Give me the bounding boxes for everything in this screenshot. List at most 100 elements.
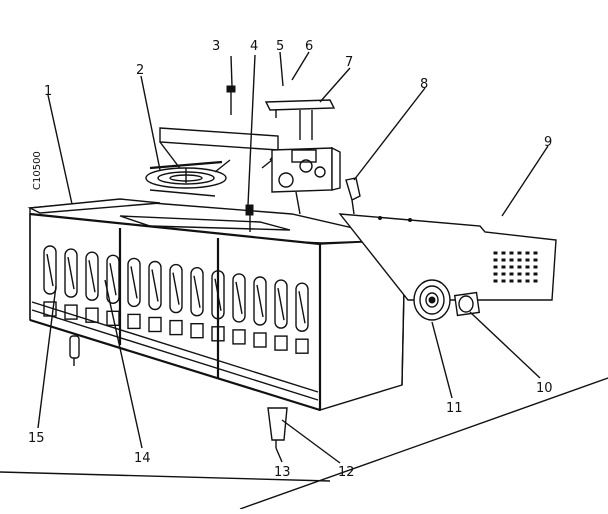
grille-slot-detail <box>67 256 75 290</box>
vent-hole <box>533 265 538 269</box>
vent-hole <box>533 279 538 283</box>
cabinet <box>27 198 406 412</box>
leader-lines <box>37 51 549 464</box>
callout-6: 6 <box>305 39 313 54</box>
grille-slot <box>127 257 141 308</box>
grille-foot <box>253 332 267 348</box>
back-panel <box>338 213 557 301</box>
callout-15: 15 <box>28 431 45 446</box>
vent-hole <box>493 279 498 283</box>
grille-slot <box>43 245 57 295</box>
grille-slot-detail <box>235 281 243 315</box>
part-8-plug <box>345 177 361 215</box>
vent-hole <box>501 265 506 269</box>
part-7-cover <box>264 99 336 140</box>
part-4-clip <box>245 204 254 232</box>
grille-slot <box>190 267 204 317</box>
grille-foot <box>232 329 246 345</box>
callout-1: 1 <box>44 84 52 99</box>
callout-labels: 1 2 3 4 5 6 7 8 9 10 11 12 13 14 15 <box>28 39 553 480</box>
vent-hole <box>517 279 522 283</box>
record-changer <box>145 159 231 197</box>
vent-hole <box>517 272 522 276</box>
grille-slot <box>211 270 225 320</box>
grille-slot-detail <box>130 266 138 299</box>
grille-slot-detail <box>88 260 96 293</box>
grille-slot-detail <box>46 253 54 287</box>
grille-foot <box>211 326 225 342</box>
vent-hole <box>501 272 506 276</box>
callout-5: 5 <box>276 39 284 54</box>
leg-part-12 <box>267 407 288 448</box>
callout-12: 12 <box>338 465 355 480</box>
vent-hole <box>533 272 538 276</box>
grille-foot <box>190 323 204 339</box>
vent-hole <box>525 251 530 255</box>
grille-foot <box>106 310 120 326</box>
grille-slot-detail <box>151 269 159 302</box>
grille-foot <box>64 304 78 320</box>
grille-slot <box>232 273 246 323</box>
grille-slot <box>274 279 288 329</box>
callout-14: 14 <box>134 451 151 466</box>
vent-hole <box>533 258 538 262</box>
vent-hole <box>525 272 530 276</box>
grille-slot-detail <box>277 287 285 321</box>
grille-slot-detail <box>214 278 222 311</box>
drawing-code: C10500 <box>32 151 43 190</box>
part-3-knob <box>226 85 236 115</box>
vent-hole <box>525 279 530 283</box>
vent-hole <box>509 265 514 269</box>
vent-hole <box>509 251 514 255</box>
grille-slot-detail <box>298 291 306 324</box>
vent-hole <box>525 265 530 269</box>
vent-hole <box>501 279 506 283</box>
leg-left <box>69 335 80 366</box>
grille-foot <box>148 316 162 333</box>
floor-lines <box>0 377 608 510</box>
grille-slot <box>253 276 267 326</box>
grille-slot <box>295 282 309 332</box>
vent-hole <box>501 258 506 262</box>
grille-slot <box>64 248 78 298</box>
vent-hole <box>533 251 538 255</box>
grille-slot <box>169 263 183 314</box>
grille-foot <box>274 335 288 351</box>
grille-slot <box>148 260 162 311</box>
callout-2: 2 <box>136 63 144 78</box>
vent-hole <box>517 265 522 269</box>
grille-foot <box>169 319 183 336</box>
grille-slot <box>85 251 99 301</box>
callout-11: 11 <box>446 401 463 416</box>
callout-8: 8 <box>420 77 428 92</box>
grille-slot-detail <box>193 275 201 308</box>
grille-slot-detail <box>172 272 180 305</box>
vent-hole <box>501 251 506 255</box>
vent-hole <box>509 272 514 276</box>
vent-hole <box>493 272 498 276</box>
callout-7: 7 <box>345 55 353 70</box>
grille-foot <box>127 313 141 330</box>
vent-hole <box>525 258 530 262</box>
speaker <box>413 279 451 321</box>
vent-holes <box>493 251 538 283</box>
vent-hole <box>493 251 498 255</box>
part-10-speaker <box>453 291 481 317</box>
vent-hole <box>517 258 522 262</box>
vent-hole <box>517 251 522 255</box>
vent-hole <box>509 279 514 283</box>
callout-3: 3 <box>212 39 220 54</box>
callout-9: 9 <box>544 135 552 150</box>
vent-hole <box>493 265 498 269</box>
amplifier-chassis <box>261 146 341 215</box>
grille-foot <box>85 307 99 323</box>
grille-slot <box>106 254 120 305</box>
callout-10: 10 <box>536 381 553 396</box>
grille-slots <box>43 245 309 354</box>
callout-13: 13 <box>274 465 291 480</box>
vent-hole <box>509 258 514 262</box>
vent-hole <box>493 258 498 262</box>
callout-4: 4 <box>250 39 258 54</box>
